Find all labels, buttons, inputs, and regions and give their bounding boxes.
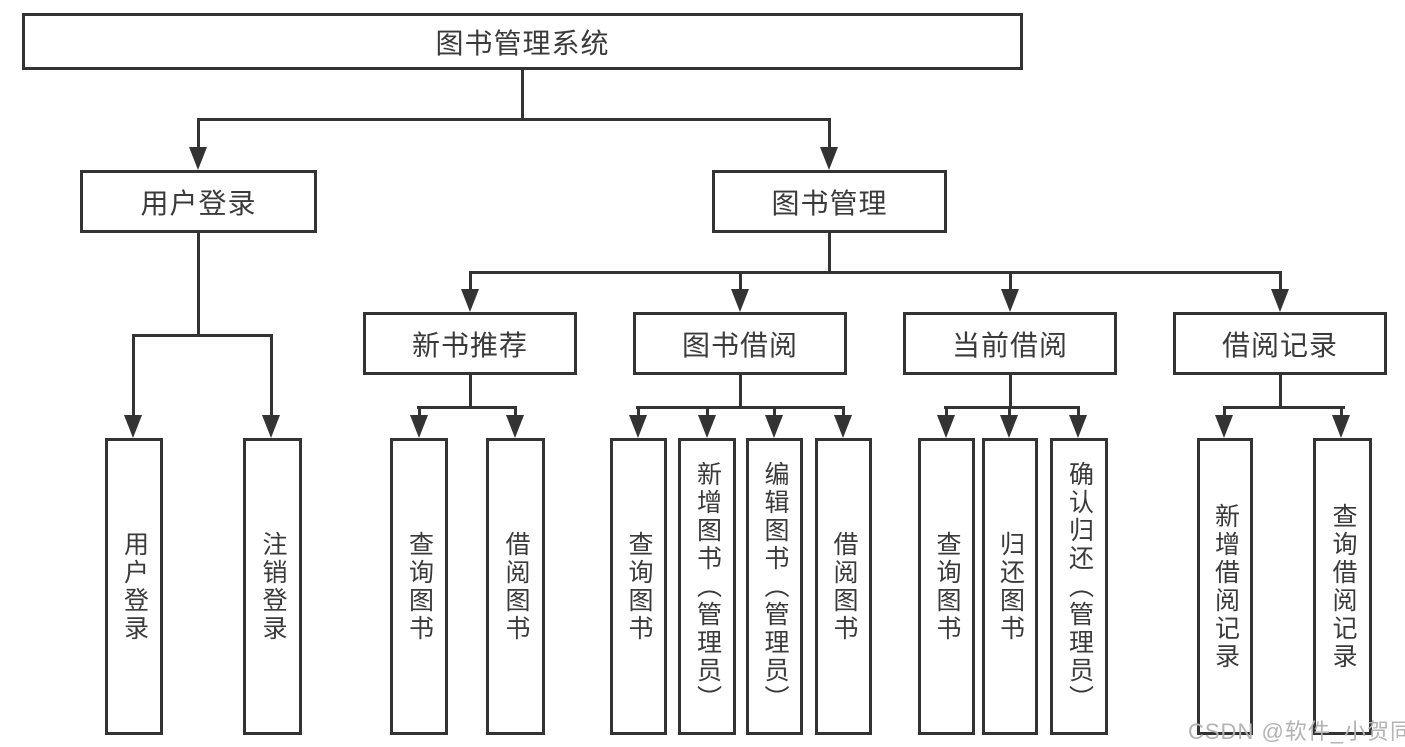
arrowhead-icon xyxy=(1215,415,1233,438)
node-new-book-recommendation-label: 新书推荐 xyxy=(411,329,528,361)
node-root-label: 图书管理系统 xyxy=(435,27,610,59)
connector-drop-leaf xyxy=(418,406,421,417)
arrowhead-icon xyxy=(698,415,716,438)
arrowhead-icon xyxy=(834,415,852,438)
leaf-cb-query-books-label: 查询图书 xyxy=(933,530,961,643)
leaf-nbr-query-books: 查询图书 xyxy=(390,438,448,735)
connector-current-borrow-split xyxy=(944,406,1080,409)
arrowhead-icon xyxy=(410,415,428,438)
connector-drop-book-borrow xyxy=(739,271,742,291)
leaf-bb-add-book-admin-label: 新增图书（管理员） xyxy=(693,460,722,713)
connector-current-borrow-stem xyxy=(1009,375,1012,408)
arrowhead-icon xyxy=(765,415,783,438)
arrowhead-icon xyxy=(731,289,749,312)
node-current-borrowing: 当前借阅 xyxy=(903,312,1117,375)
node-book-borrowing-label: 图书借阅 xyxy=(681,329,798,361)
leaf-br-query-borrow-record: 查询借阅记录 xyxy=(1313,438,1372,735)
node-user-login-label: 用户登录 xyxy=(140,187,257,219)
connector-drop-leaf xyxy=(514,406,517,417)
arrowhead-icon xyxy=(820,147,838,170)
leaf-cb-query-books: 查询图书 xyxy=(918,438,975,735)
leaf-bb-borrow-books: 借阅图书 xyxy=(815,438,872,735)
node-book-management: 图书管理 xyxy=(712,170,947,233)
arrowhead-icon xyxy=(189,147,207,170)
connector-user-login-split xyxy=(132,334,273,337)
arrowhead-icon xyxy=(124,415,142,438)
connector-drop-leaf xyxy=(270,334,273,416)
node-book-borrowing: 图书借阅 xyxy=(633,312,847,375)
connector-drop-leaf xyxy=(1077,406,1080,417)
connector-book-management-split xyxy=(469,271,1282,274)
node-user-login: 用户登录 xyxy=(80,170,317,233)
leaf-user-login: 用户登录 xyxy=(105,438,163,735)
connector-borrow-records-stem xyxy=(1279,375,1282,408)
connector-drop-leaf xyxy=(1340,406,1343,417)
connector-new-book-split xyxy=(417,406,517,409)
connector-book-borrow-split xyxy=(636,406,844,409)
connector-drop-leaf xyxy=(706,406,709,417)
connector-book-management-stem xyxy=(828,233,831,274)
leaf-bb-query-books: 查询图书 xyxy=(610,438,667,735)
connector-book-borrow-stem xyxy=(739,375,742,408)
arrowhead-icon xyxy=(1332,415,1350,438)
leaf-logout: 注销登录 xyxy=(243,438,302,735)
node-new-book-recommendation: 新书推荐 xyxy=(363,312,577,375)
node-borrowing-records-label: 借阅记录 xyxy=(1221,329,1338,361)
leaf-bb-edit-book-admin: 编辑图书（管理员） xyxy=(746,438,803,735)
connector-root-split xyxy=(197,118,831,121)
leaf-nbr-borrow-books: 借阅图书 xyxy=(486,438,545,735)
leaf-cb-return-books: 归还图书 xyxy=(982,438,1038,735)
arrowhead-icon xyxy=(506,415,524,438)
connector-drop-leaf xyxy=(1008,406,1011,417)
leaf-nbr-borrow-books-label: 借阅图书 xyxy=(502,530,530,643)
node-book-management-label: 图书管理 xyxy=(771,187,888,219)
leaf-logout-label: 注销登录 xyxy=(259,530,287,643)
node-root: 图书管理系统 xyxy=(22,13,1023,70)
connector-borrow-records-split xyxy=(1223,406,1345,409)
leaf-bb-query-books-label: 查询图书 xyxy=(625,530,653,643)
node-current-borrowing-label: 当前借阅 xyxy=(951,329,1068,361)
leaf-cb-confirm-return-admin: 确认归还（管理员） xyxy=(1050,438,1108,735)
connector-drop-book-management xyxy=(828,118,831,148)
arrowhead-icon xyxy=(262,415,280,438)
connector-drop-user-login xyxy=(197,118,200,148)
arrowhead-icon xyxy=(1069,415,1087,438)
leaf-bb-add-book-admin: 新增图书（管理员） xyxy=(678,438,736,735)
leaf-br-add-borrow-record-label: 新增借阅记录 xyxy=(1211,502,1240,671)
leaf-br-query-borrow-record-label: 查询借阅记录 xyxy=(1329,502,1357,671)
csdn-watermark: CSDN @软件_小贺同学 xyxy=(1188,719,1405,744)
arrowhead-icon xyxy=(629,415,647,438)
leaf-cb-confirm-return-admin-label: 确认归还（管理员） xyxy=(1065,460,1094,713)
connector-drop-borrow-records xyxy=(1279,271,1282,291)
leaf-nbr-query-books-label: 查询图书 xyxy=(405,530,434,643)
connector-drop-leaf xyxy=(637,406,640,417)
leaf-bb-edit-book-admin-label: 编辑图书（管理员） xyxy=(761,460,789,713)
connector-new-book-stem xyxy=(469,375,472,408)
arrowhead-icon xyxy=(1001,289,1019,312)
connector-drop-leaf xyxy=(773,406,776,417)
arrowhead-icon xyxy=(1271,289,1289,312)
connector-drop-leaf xyxy=(132,334,135,416)
leaf-bb-borrow-books-label: 借阅图书 xyxy=(830,530,858,643)
node-borrowing-records: 借阅记录 xyxy=(1173,312,1387,375)
leaf-user-login-label: 用户登录 xyxy=(120,530,149,643)
leaf-br-add-borrow-record: 新增借阅记录 xyxy=(1197,438,1253,735)
arrowhead-icon xyxy=(1000,415,1018,438)
connector-drop-leaf xyxy=(1223,406,1226,417)
arrowhead-icon xyxy=(461,289,479,312)
arrowhead-icon xyxy=(937,415,955,438)
connector-drop-new-book xyxy=(469,271,472,291)
connector-drop-leaf xyxy=(945,406,948,417)
connector-root-stem xyxy=(521,70,524,120)
leaf-cb-return-books-label: 归还图书 xyxy=(996,530,1025,643)
connector-drop-current-borrow xyxy=(1009,271,1012,291)
connector-drop-leaf xyxy=(842,406,845,417)
connector-user-login-stem xyxy=(197,233,200,336)
